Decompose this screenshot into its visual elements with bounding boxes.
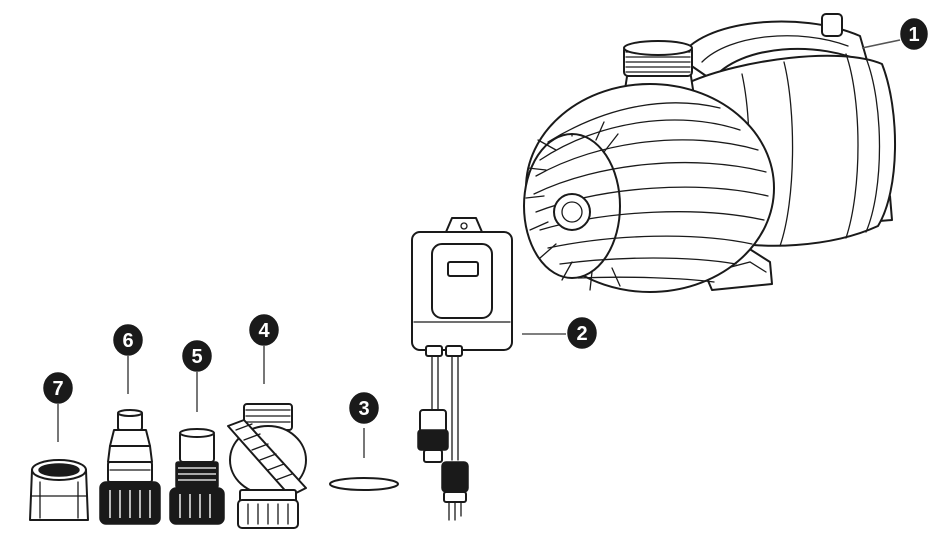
callout-label: 5: [191, 346, 202, 368]
hose-barb-adapter: [99, 409, 161, 525]
callout-1: 1: [861, 18, 928, 50]
control-box: [411, 217, 513, 521]
callout-3: 3: [349, 392, 379, 458]
callout-label: 4: [258, 320, 270, 342]
callout-label: 1: [908, 24, 919, 46]
check-valve: [227, 403, 307, 529]
threaded-adapter: [169, 428, 225, 525]
callout-5: 5: [182, 340, 212, 412]
callout-label: 2: [576, 323, 587, 345]
callout-2: 2: [522, 317, 597, 349]
female-coupling: [29, 459, 89, 521]
callout-label: 7: [52, 378, 63, 400]
callout-6: 6: [113, 324, 143, 394]
o-ring: [329, 477, 399, 491]
callout-label: 6: [122, 330, 133, 352]
pump: [523, 13, 896, 293]
callout-7: 7: [43, 372, 73, 442]
callout-label: 3: [358, 398, 369, 420]
callout-4: 4: [249, 314, 279, 384]
